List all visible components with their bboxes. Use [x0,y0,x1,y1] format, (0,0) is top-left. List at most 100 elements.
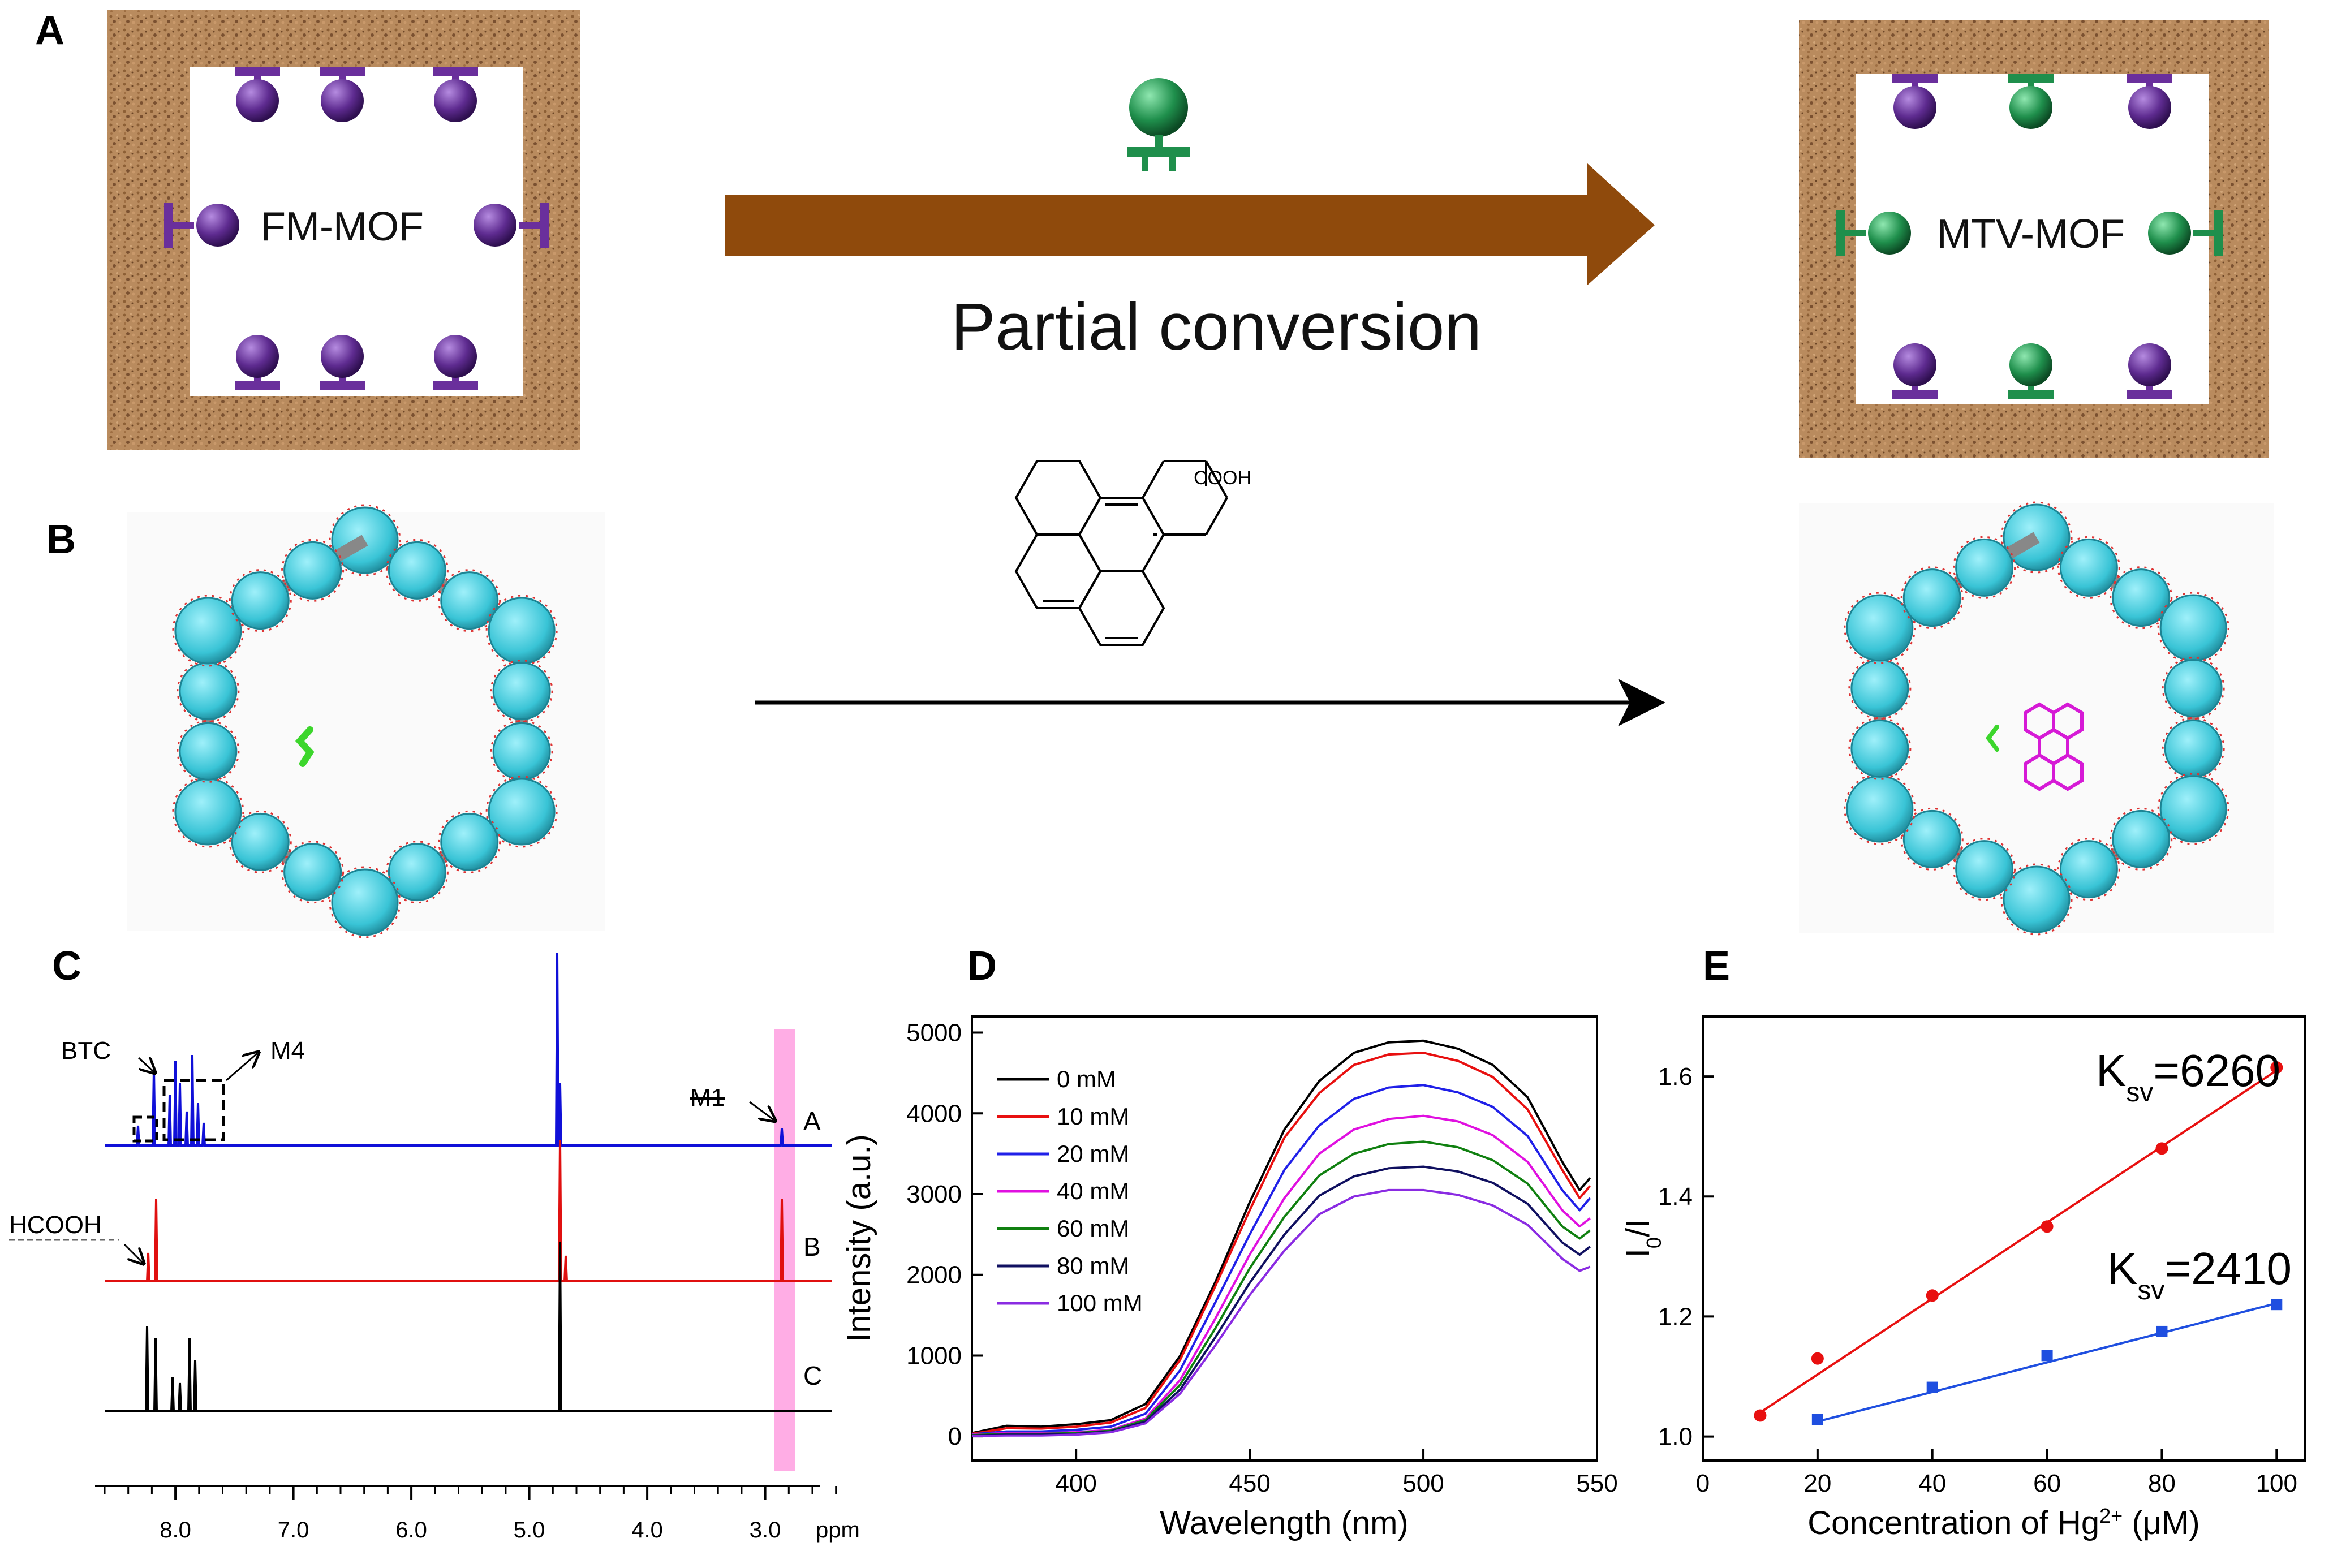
zr-cluster [1846,775,1914,843]
d-xlabel: Wavelength (nm) [1160,1505,1408,1541]
zr-cluster [2112,568,2171,627]
zr-cluster [488,778,556,846]
ksv-label-red: Ksv=6260 [2096,1045,2280,1108]
cooh-label: COOH [1194,467,1251,489]
c-x-unit: ppm [816,1518,860,1543]
e-data-point [1926,1289,1939,1302]
e-data-point [1811,1352,1824,1365]
zr-cluster [1902,568,1961,627]
e-fit-line [1817,1302,2277,1423]
e-data-point [1926,1381,1938,1393]
zr-cluster [1850,659,1909,718]
zr-cluster [2164,719,2223,778]
zr-cluster [331,868,399,936]
oxygen-shell [2157,592,2229,664]
d-series-line [971,1084,1591,1436]
pyrene-guest [2024,702,2084,791]
zr-cluster [231,812,290,871]
btc-box [132,1115,158,1143]
oxygen-shell [2162,717,2225,780]
zr-cluster [1850,719,1909,778]
panel-label-b: B [46,517,76,562]
btc-arrow [137,1058,154,1072]
oxygen-shell [1900,566,1964,630]
left-mof-structure [172,504,558,938]
d-y-tick-label: 3000 [906,1181,962,1208]
oxygen-shell [177,720,240,783]
e-data-point [2270,1061,2283,1074]
d-ylabel: Intensity (a.u.) [841,1134,877,1342]
c-tick-label: 6.0 [395,1518,427,1543]
zr-cluster [2159,775,2227,843]
oxygen-shell [229,569,292,632]
d-legend-label: 10 mM [1057,1103,1129,1130]
m1-highlight [774,1029,795,1471]
oxygen-shell [1848,657,1912,720]
oxygen-shell [490,720,553,783]
d-series-line [971,1052,1591,1435]
zr-cluster [179,662,238,721]
oxygen-shell [1844,592,1916,664]
d-x-tick-label: 550 [1576,1470,1617,1497]
oxygen-shell [281,539,345,602]
oxygen-shell [490,660,553,723]
panel-label-e: E [1703,944,1730,989]
oxygen-shell [329,866,401,938]
e-y-tick-label: 1.2 [1658,1303,1693,1330]
oxygen-shell [172,776,244,848]
d-legend-label: 60 mM [1057,1215,1129,1242]
oxygen-shell [2057,838,2120,901]
d-series-lines [971,1039,1591,1437]
c-tick-label: 5.0 [514,1518,545,1543]
zr-cluster [388,541,446,600]
panel-label-a: A [35,8,64,53]
d-series-line [971,1039,1591,1435]
nmr-trace-c [105,1241,832,1412]
d-y-tick-label: 5000 [906,1019,962,1047]
oxygen-shell [229,810,292,873]
right-mof-structure [1844,501,2229,936]
m4-label: M4 [270,1037,305,1065]
zr-cluster [1902,809,1961,868]
fm-mof-label: FM-MOF [261,204,424,249]
c-traces [105,953,832,1412]
zr-cluster [2003,865,2071,933]
e-series-marks [1754,1061,2283,1425]
d-legend-label: 40 mM [1057,1178,1129,1204]
e-data-point [2041,1350,2053,1362]
e-fit-line [1759,1069,2278,1414]
d-plot-frame [971,1015,1598,1462]
d-x-tick-label: 400 [1055,1470,1096,1497]
btc-label: BTC [61,1037,111,1065]
nmr-trace-b [105,1139,832,1282]
zr-cluster [2159,594,2227,662]
m4-arrow [226,1053,257,1082]
panel-label-c: C [52,944,81,989]
d-legend-label: 0 mM [1057,1066,1116,1092]
e-x-tick-label: 60 [2033,1470,2061,1497]
oxygen-shell [485,595,558,667]
zr-cluster [174,778,242,846]
oxygen-shell [1844,773,1916,845]
e-plot-frame [1702,1015,2306,1462]
nmr-trace-a [105,953,832,1147]
zr-cluster [231,571,290,630]
e-data-point [2156,1325,2168,1337]
oxygen-shell [1953,536,2016,599]
oxygen-shell [2110,807,2173,871]
oxygen-shell [1848,717,1912,780]
trace-label-b: B [803,1232,821,1261]
zr-cluster [1955,840,2014,899]
e-xlabel: Concentration of Hg2+ (μM) [1807,1504,2199,1542]
e-data-point [2271,1299,2283,1311]
fm-mof-linkers [164,67,549,390]
oxygen-shell [438,810,501,873]
mtv-mof-linkers [1836,74,2223,399]
zr-cluster [492,662,551,721]
conversion-arrow [725,163,1655,286]
